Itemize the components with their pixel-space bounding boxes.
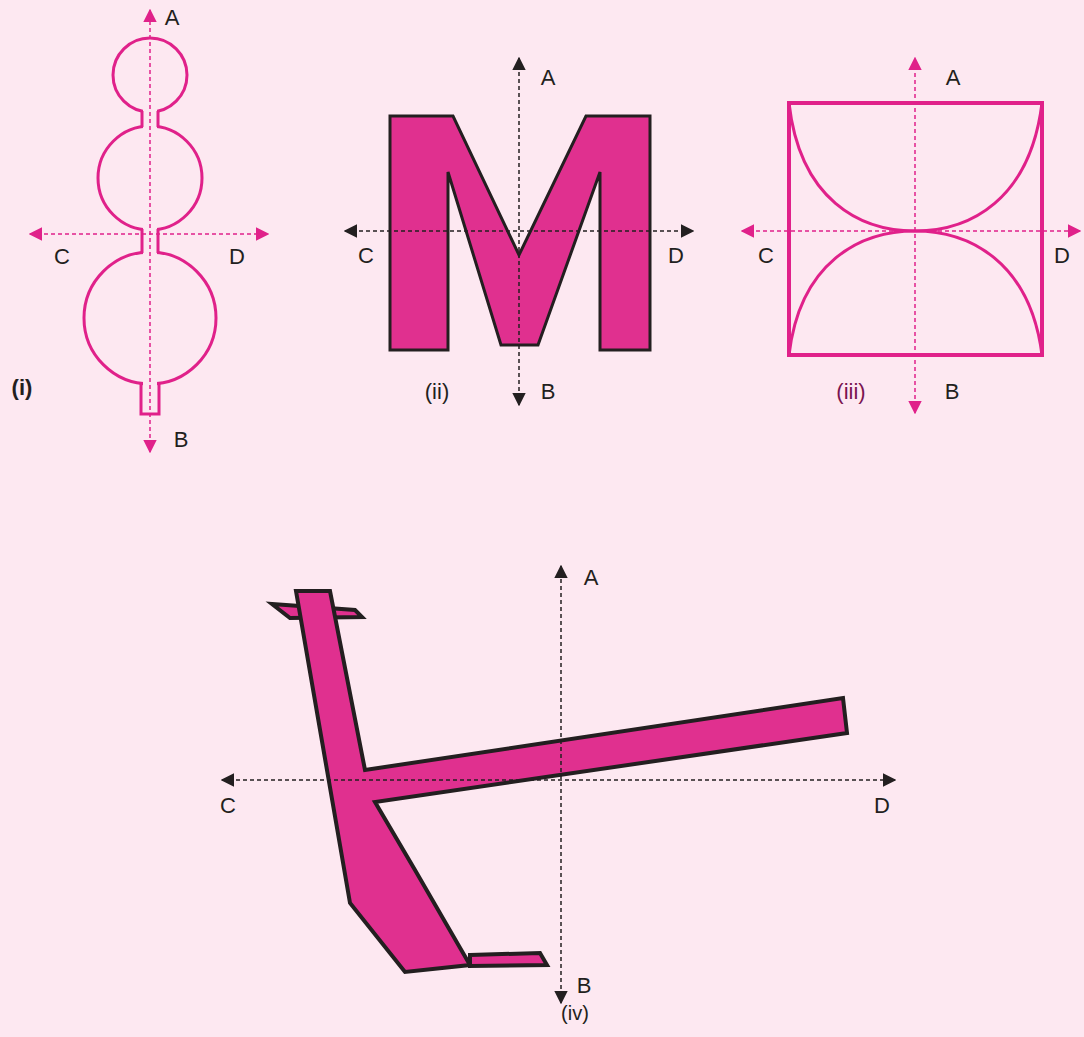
axis-label: D <box>668 244 684 268</box>
axis-label: A <box>946 66 961 90</box>
axis-ab <box>518 58 520 405</box>
axis-label: B <box>945 380 960 404</box>
axis-label: A <box>584 566 599 590</box>
axis-cd <box>345 230 693 232</box>
axis-ab <box>149 10 151 452</box>
axis-label: C <box>220 794 236 818</box>
figure-number: (ii) <box>425 380 449 404</box>
axis-cd <box>222 779 895 781</box>
axis-cd <box>742 230 1080 232</box>
axis-label: C <box>758 244 774 268</box>
axis-label: D <box>229 245 245 269</box>
figure-number: (iii) <box>836 380 865 404</box>
axis-cd <box>30 233 268 235</box>
letter-m <box>390 116 650 350</box>
axis-ab <box>914 58 916 413</box>
axis-label: B <box>541 380 556 404</box>
figure-iv <box>272 591 847 972</box>
axis-label: A <box>165 6 180 30</box>
figure-number: (iv) <box>561 1001 589 1025</box>
axis-ab <box>560 566 562 1003</box>
axis-label: D <box>1054 244 1070 268</box>
axis-label: C <box>358 244 374 268</box>
figure-number: (i) <box>12 376 33 400</box>
axis-label: A <box>541 66 556 90</box>
axis-label: C <box>54 245 70 269</box>
axis-label: D <box>874 794 890 818</box>
axis-label: B <box>577 974 592 998</box>
axis-label: B <box>174 428 189 452</box>
